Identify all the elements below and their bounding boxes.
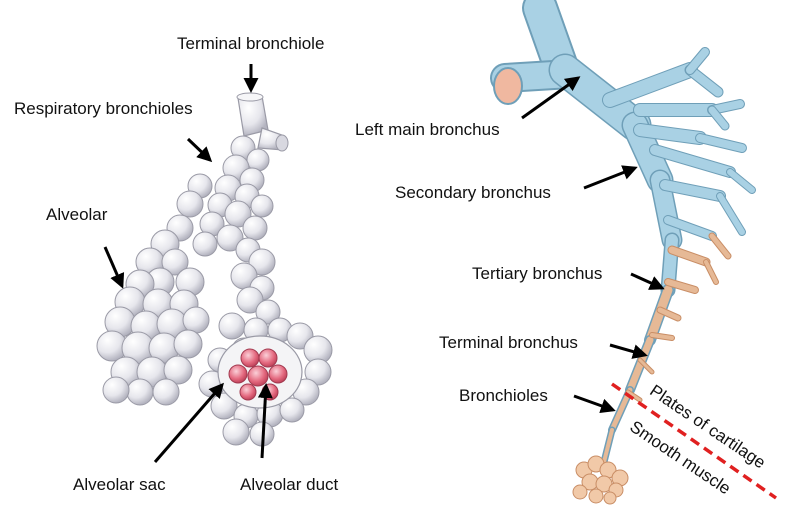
label-alveolar-sac: Alveolar sac <box>73 475 166 495</box>
label-respiratory-bronchioles: Respiratory bronchioles <box>14 99 193 119</box>
label-tertiary-bronchus: Tertiary bronchus <box>472 264 602 284</box>
label-left-main-bronchus: Left main bronchus <box>355 120 500 140</box>
arrow-secondary-bronchus <box>584 168 635 188</box>
label-alveolar-duct: Alveolar duct <box>240 475 338 495</box>
label-secondary-bronchus: Secondary bronchus <box>395 183 551 203</box>
arrow-terminal-bronchus <box>610 345 645 355</box>
label-terminal-bronchus: Terminal bronchus <box>439 333 578 353</box>
alveolar-sac-cutaway <box>218 336 302 408</box>
arrow-tertiary-bronchus <box>631 274 662 288</box>
label-terminal-bronchiole: Terminal bronchiole <box>177 34 324 54</box>
label-bronchioles: Bronchioles <box>459 386 548 406</box>
label-alveolar: Alveolar <box>46 205 107 225</box>
arrow-respiratory-bronchioles <box>188 139 210 160</box>
alveoli-spheres <box>97 136 332 446</box>
arrow-alveolar <box>105 247 122 286</box>
arrow-bronchioles <box>574 396 613 410</box>
